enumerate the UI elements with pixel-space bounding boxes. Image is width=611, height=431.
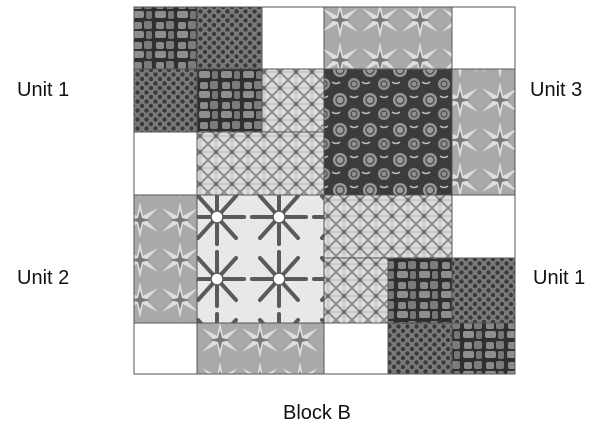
lattice-rectangle xyxy=(324,195,452,258)
blank-square xyxy=(134,132,197,195)
lattice-rectangle xyxy=(197,132,324,195)
unit-2-label: Unit 2 xyxy=(17,268,69,288)
star-rectangle xyxy=(197,323,324,374)
unit-1-label-bottom: Unit 1 xyxy=(533,268,585,288)
unit-3-label: Unit 3 xyxy=(530,80,582,100)
block-caption: Block B xyxy=(283,403,351,423)
croc-square xyxy=(134,7,197,69)
unit-1-label-top: Unit 1 xyxy=(17,80,69,100)
dots-square xyxy=(134,69,197,132)
star-rectangle xyxy=(324,7,452,69)
dots-square xyxy=(452,258,515,323)
croc-square xyxy=(452,323,515,374)
blank-square xyxy=(452,195,515,258)
lattice-square xyxy=(262,69,324,132)
dots-square xyxy=(197,7,262,69)
blank-square xyxy=(134,323,197,374)
rose-large-square xyxy=(324,69,452,195)
croc-square xyxy=(388,258,452,323)
daisy-large-square xyxy=(197,195,324,323)
star-tall-rectangle xyxy=(134,195,197,323)
lattice-square xyxy=(324,258,388,323)
star-tall-rectangle xyxy=(452,69,515,195)
blank-square xyxy=(324,323,388,374)
croc-square xyxy=(197,69,262,132)
blank-square xyxy=(452,7,515,69)
dots-square xyxy=(388,323,452,374)
blank-square xyxy=(262,7,324,69)
